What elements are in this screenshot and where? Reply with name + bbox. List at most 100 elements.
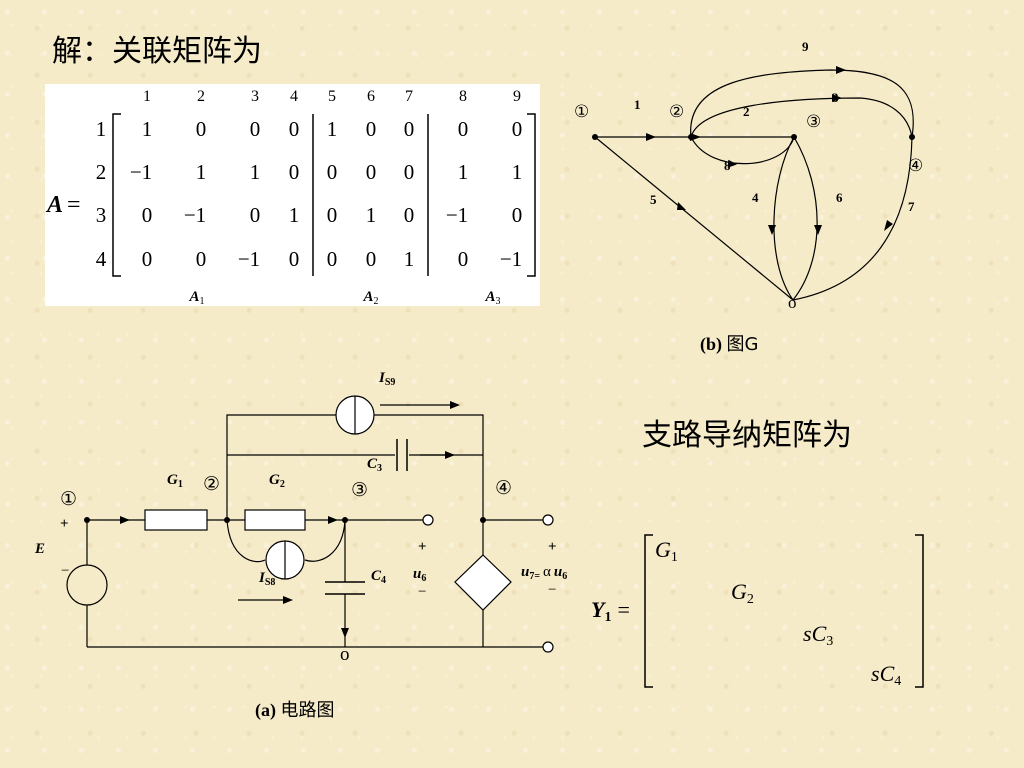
branch-5-edge	[594, 136, 794, 301]
branch-4-edge	[773, 136, 795, 301]
matrix-cell: −1	[238, 247, 260, 271]
matrix-cell: 0	[512, 117, 523, 141]
wire-direction-arrow-2	[328, 516, 338, 524]
row-label-4: 4	[96, 247, 107, 271]
right-bracket	[527, 113, 536, 277]
matrix-cell: 0	[289, 247, 300, 271]
c4-direction-arrow	[341, 628, 349, 638]
matrix-cell: 1	[327, 117, 338, 141]
matrix-cell: 0	[327, 203, 338, 227]
branch-4-label: 4	[752, 190, 759, 205]
e-label: E	[34, 541, 45, 557]
is9-label: IS9	[378, 370, 395, 388]
matrix-cell: 1	[289, 203, 300, 227]
matrix-cell: 0	[196, 117, 207, 141]
e-plus: +	[60, 516, 69, 532]
matrix-cell: 1	[366, 203, 377, 227]
c3-gap	[395, 440, 409, 470]
branch-5-arrow	[677, 202, 686, 210]
matrix-cell: 0	[404, 117, 415, 141]
matrix-cell: 1	[142, 117, 153, 141]
c3-label: C3	[367, 456, 382, 474]
graph-node-4-label: ④	[908, 156, 923, 175]
branch-6-label: 6	[836, 190, 843, 205]
matrix-cell: −1	[446, 203, 468, 227]
left-bracket	[112, 113, 121, 277]
graph-node-2-label: ②	[669, 102, 684, 121]
graph-node-1-label: ①	[574, 102, 589, 121]
c3-direction-arrow	[445, 451, 455, 459]
junction-n3	[342, 517, 348, 523]
is9-direction-arrow	[450, 401, 460, 409]
graph-caption-text: 图G	[726, 334, 759, 355]
node-3-dot	[791, 134, 797, 140]
g1-resistor	[144, 509, 208, 531]
page-title: 解：关联矩阵为	[52, 34, 262, 69]
u6-minus: −	[418, 584, 426, 600]
u7-plus: +	[548, 539, 557, 555]
branch-2-label: 2	[743, 104, 750, 119]
col-label-9: 9	[513, 88, 521, 105]
diag-entry-1: G1	[655, 537, 678, 565]
matrix-cell: 0	[512, 203, 523, 227]
g2-resistor	[244, 509, 306, 531]
branch-1-label: 1	[634, 97, 641, 112]
graph-node-o-label: o	[788, 293, 797, 312]
matrix-cell: 1	[196, 160, 207, 184]
matrix-cell: −1	[500, 247, 522, 271]
row-label-1: 1	[96, 117, 107, 141]
branch-3-label: 3	[832, 90, 839, 105]
branch-6-edge	[792, 136, 818, 301]
graph-g: ① ② ③ ④ o 1 2 3 4 5 6 7 8 9	[574, 39, 923, 312]
matrix-cell: 0	[458, 117, 469, 141]
col-label-4: 4	[290, 88, 298, 105]
terminal-n4[interactable]	[542, 514, 554, 526]
admittance-matrix: Y1= G1 G2 sC3 sC4	[591, 534, 924, 689]
vcvs-diamond	[454, 554, 512, 611]
matrix-cell: 0	[366, 247, 377, 271]
branch-7-edge	[792, 136, 913, 301]
terminal-ground[interactable]	[542, 641, 554, 653]
matrix-cell: 0	[142, 203, 153, 227]
branch-9-edge	[690, 69, 914, 138]
col-label-8: 8	[459, 88, 467, 105]
row-label-3: 3	[96, 203, 107, 227]
diag-entry-4: sC4	[871, 661, 901, 689]
admittance-left-bracket	[644, 534, 653, 688]
is8-label: IS8	[258, 570, 275, 588]
circuit-caption-prefix: (a)	[255, 700, 276, 720]
branch-1-arrow	[646, 133, 656, 141]
incidence-matrix-panel: 1 2 3 4 5 6 7 8 9 A= 1 2 3 4 1 0 0 0 1 0…	[45, 84, 540, 307]
admittance-lhs: Y1=	[591, 597, 630, 625]
u6-plus: +	[418, 539, 427, 555]
col-label-5: 5	[328, 88, 336, 105]
matrix-cell: 0	[289, 160, 300, 184]
diag-entry-3: sC3	[803, 621, 833, 649]
matrix-cell: 0	[142, 247, 153, 271]
circuit-caption: (a) 电路图	[255, 696, 335, 722]
matrix-cell: 0	[366, 160, 377, 184]
matrix-cell: 0	[196, 247, 207, 271]
matrix-cell: 0	[458, 247, 469, 271]
branch-8-arrow	[727, 159, 737, 168]
block-label-a2: A2	[362, 289, 378, 306]
branch-4-arrow	[768, 225, 776, 235]
circuit-node-4-label: ④	[495, 478, 512, 499]
incidence-matrix: 1 2 3 4 5 6 7 8 9 A= 1 2 3 4 1 0 0 0 1 0…	[45, 88, 536, 307]
u6-label: u6	[413, 566, 426, 584]
e-minus: −	[61, 563, 69, 579]
branch-5-label: 5	[650, 192, 657, 207]
col-label-1: 1	[143, 88, 151, 105]
e-source	[66, 564, 108, 606]
branch-8-label: 8	[724, 158, 731, 173]
matrix-cell: 1	[404, 247, 415, 271]
matrix-cell: −1	[184, 203, 206, 227]
junction-n4	[480, 517, 486, 523]
circuit-node-o-label: o	[340, 644, 350, 665]
is8-wire-right	[304, 519, 346, 562]
terminal-n3[interactable]	[422, 514, 434, 526]
graph-node-3-label: ③	[806, 112, 821, 131]
col-label-6: 6	[367, 88, 375, 105]
